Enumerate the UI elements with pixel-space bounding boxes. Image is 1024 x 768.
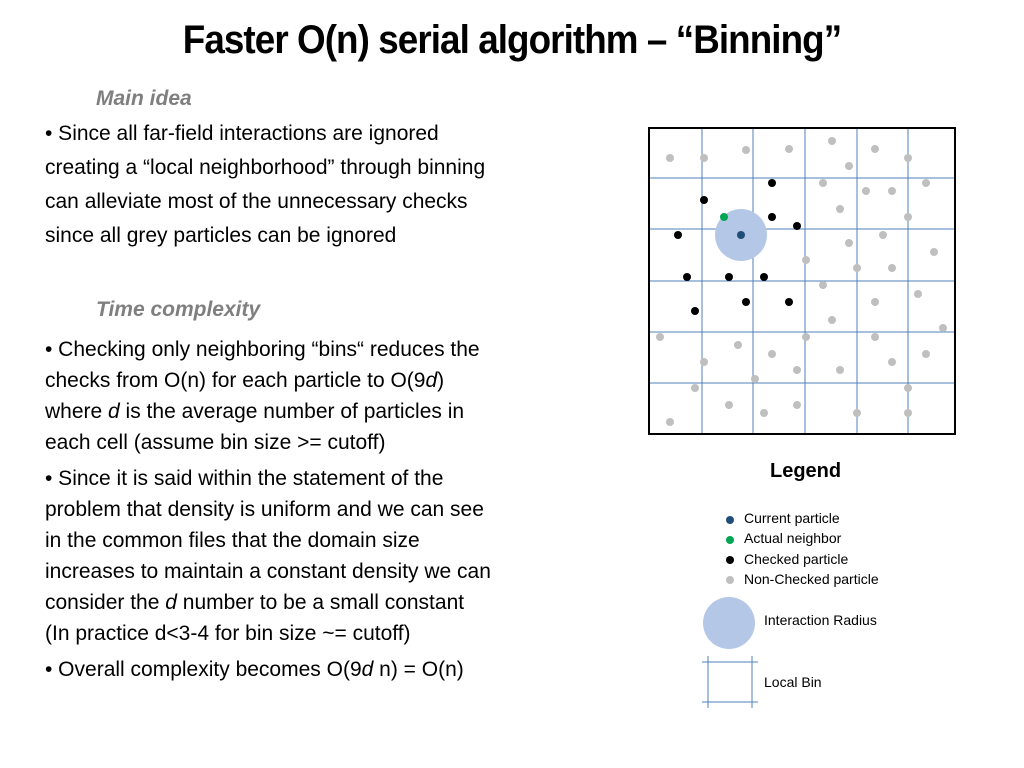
bullet-line: consider the d number to be a small cons… (45, 591, 465, 614)
legend-nonchecked: Non-Checked particle (744, 571, 879, 587)
main-idea-line: since all grey particles can be ignored (45, 224, 397, 247)
checked-particles (674, 179, 801, 315)
actual-neighbor-icon (726, 536, 734, 544)
bullet-checking: • Checking only neighboring “bins“ reduc… (45, 334, 480, 458)
local-bin-icon (702, 656, 758, 708)
domain-border (648, 127, 956, 435)
checked-particle-icon (726, 556, 734, 564)
legend-radius: Interaction Radius (764, 612, 877, 628)
bullet-line: checks from O(n) for each particle to O(… (45, 369, 445, 392)
legend-neighbor: Actual neighbor (744, 530, 842, 546)
bullet-line: • Overall complexity becomes O(9d n) = O… (45, 658, 464, 681)
bullet-line: where d is the average number of particl… (45, 400, 465, 423)
legend-bin: Local Bin (764, 674, 822, 690)
slide-title: Faster O(n) serial algorithm – “Binning” (182, 18, 842, 62)
bullet-line: problem that density is uniform and we c… (45, 498, 484, 521)
bullet-line: in the common files that the domain size (45, 529, 420, 552)
current-particle-icon (726, 516, 734, 524)
main-idea-line: creating a “local neighborhood” through … (45, 156, 486, 179)
legend-current: Current particle (744, 510, 840, 526)
legend-checked: Checked particle (744, 551, 849, 567)
main-idea-text: • Since all far-field interactions are i… (45, 117, 485, 253)
legend-title: Legend (770, 460, 842, 482)
bullet-line: increases to maintain a constant density… (45, 560, 491, 583)
time-complexity-heading: Time complexity (96, 298, 261, 321)
bullet-overall: • Overall complexity becomes O(9d n) = O… (45, 654, 464, 685)
bullet-line: • Since it is said within the statement … (45, 467, 444, 490)
non-checked-particles (656, 137, 947, 426)
binning-diagram (648, 127, 956, 435)
bullet-line: (In practice d<3-4 for bin size ~= cutof… (45, 622, 411, 645)
bullet-line: each cell (assume bin size >= cutoff) (45, 431, 386, 454)
bin-grid (649, 128, 955, 435)
current-particle (737, 231, 745, 239)
main-idea-line: can alleviate most of the unnecessary ch… (45, 190, 468, 213)
main-idea-line: • Since all far-field interactions are i… (45, 122, 439, 145)
bullet-density: • Since it is said within the statement … (45, 463, 491, 649)
bullet-line: • Checking only neighboring “bins“ reduc… (45, 338, 480, 361)
non-checked-particle-icon (726, 576, 734, 584)
interaction-radius-icon (703, 597, 755, 649)
main-idea-heading: Main idea (96, 87, 192, 110)
actual-neighbor-particle (720, 213, 728, 221)
